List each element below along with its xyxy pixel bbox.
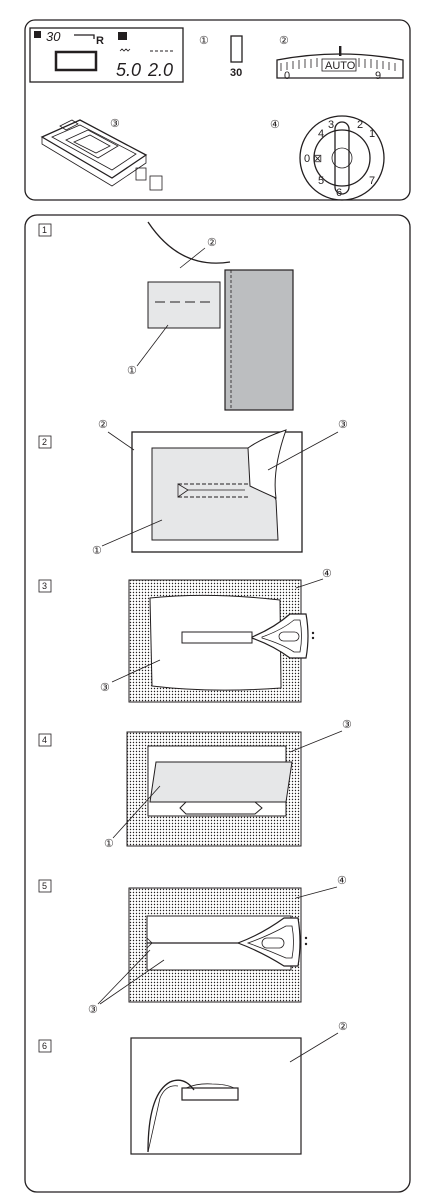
buttonhole-icon (118, 32, 127, 40)
stitch-selection-dial: 1 2 3 4 5 6 7 0 ⊠ (299, 115, 385, 201)
step-number-box (38, 733, 52, 747)
presser-foot-icon (74, 34, 95, 39)
buttonhole-opening (177, 483, 189, 498)
svg-text:5: 5 (42, 881, 47, 891)
step1-callout-1: ① (127, 365, 137, 377)
step-2: 2 ② ③ ① (38, 419, 348, 557)
tension-marker (339, 46, 342, 56)
tension-mode-label: AUTO (325, 60, 356, 72)
step3-callout-4: ④ (322, 568, 332, 580)
svg-text:⊠: ⊠ (313, 153, 322, 165)
svg-text:4: 4 (318, 128, 324, 140)
tension-min-label: 0 (284, 70, 290, 82)
step2-callout-2: ② (98, 419, 108, 431)
step2-callout-3: ③ (338, 419, 348, 431)
tension-max-label: 9 (375, 70, 381, 82)
mode-icon (34, 31, 41, 38)
step6-callout-2: ② (338, 1021, 348, 1033)
svg-text:3: 3 (42, 581, 47, 591)
svg-text:5: 5 (318, 175, 324, 187)
fabric-curve (147, 221, 231, 264)
svg-text:1: 1 (369, 128, 375, 140)
step1-callout-2: ② (207, 237, 217, 249)
svg-text:7: 7 (369, 175, 375, 187)
needle-position-icon (230, 35, 243, 63)
step-1: 1 ② ① (38, 221, 294, 411)
folded-interfacing (149, 761, 293, 803)
presser-foot-letter: R (96, 35, 104, 47)
step-number-box (38, 435, 52, 449)
width-icon (119, 48, 131, 52)
step-number-box (38, 1039, 52, 1053)
buttonhole-indicator (54, 50, 98, 72)
step-number-box (38, 579, 52, 593)
step-4: 4 ③ ① (38, 719, 352, 850)
fabric-corner-fold (247, 429, 287, 499)
svg-text:6: 6 (336, 187, 342, 199)
garment-edge (224, 269, 294, 411)
svg-text:4: 4 (42, 735, 47, 745)
callout-2: ② (279, 35, 289, 47)
stitch-length: 2.0 (147, 60, 173, 80)
interfacing-piece (147, 281, 221, 329)
svg-text:3: 3 (328, 119, 334, 131)
step4-callout-1: ① (104, 838, 114, 850)
step4-callout-3: ③ (342, 719, 352, 731)
step2-callout-1: ① (92, 545, 102, 557)
svg-text:2: 2 (42, 437, 47, 447)
buttonhole-presser-foot (40, 119, 163, 191)
settings-panel: 30 R 5.0 2.0 ① 30 ② AUTO 0 9 ③ (24, 19, 411, 201)
callout-4: ④ (270, 119, 280, 131)
iron (236, 917, 301, 967)
lcd-display: 30 R 5.0 2.0 (29, 27, 184, 83)
step-3: 3 ④ ③ (38, 568, 332, 703)
step-5: 5 ④ ③ (38, 875, 347, 1016)
step-number-box (38, 879, 52, 893)
stitch-width: 5.0 (116, 60, 141, 80)
pattern-number: 30 (46, 29, 61, 44)
step-6: 6 ② (38, 1021, 348, 1155)
svg-text:6: 6 (42, 1041, 47, 1051)
step3-callout-3: ③ (100, 682, 110, 694)
step5-callout-3: ③ (88, 1004, 98, 1016)
callout-1: ① (199, 35, 209, 47)
svg-text:0: 0 (304, 153, 310, 165)
callout-3: ③ (110, 118, 120, 130)
seam-ripper-handle (147, 1079, 195, 1153)
needle-position-value: 30 (230, 67, 242, 79)
step-number-box (38, 223, 52, 237)
iron (251, 613, 309, 659)
steps-panel: 1 ② ① 2 ② ③ ① (24, 214, 411, 1193)
settings-panel-frame (24, 19, 411, 201)
fabric-outer (131, 431, 303, 553)
svg-text:2: 2 (357, 119, 363, 131)
seam-ripper-blade (147, 1085, 179, 1153)
buttonhole-opening (179, 801, 263, 815)
steps-panel-frame (24, 214, 411, 1193)
finished-buttonhole (181, 1087, 239, 1101)
svg-text:1: 1 (42, 225, 47, 235)
thread-tension-dial: AUTO 0 9 (276, 46, 404, 82)
buttonhole-slot (181, 631, 253, 644)
step5-callout-4: ④ (337, 875, 347, 887)
